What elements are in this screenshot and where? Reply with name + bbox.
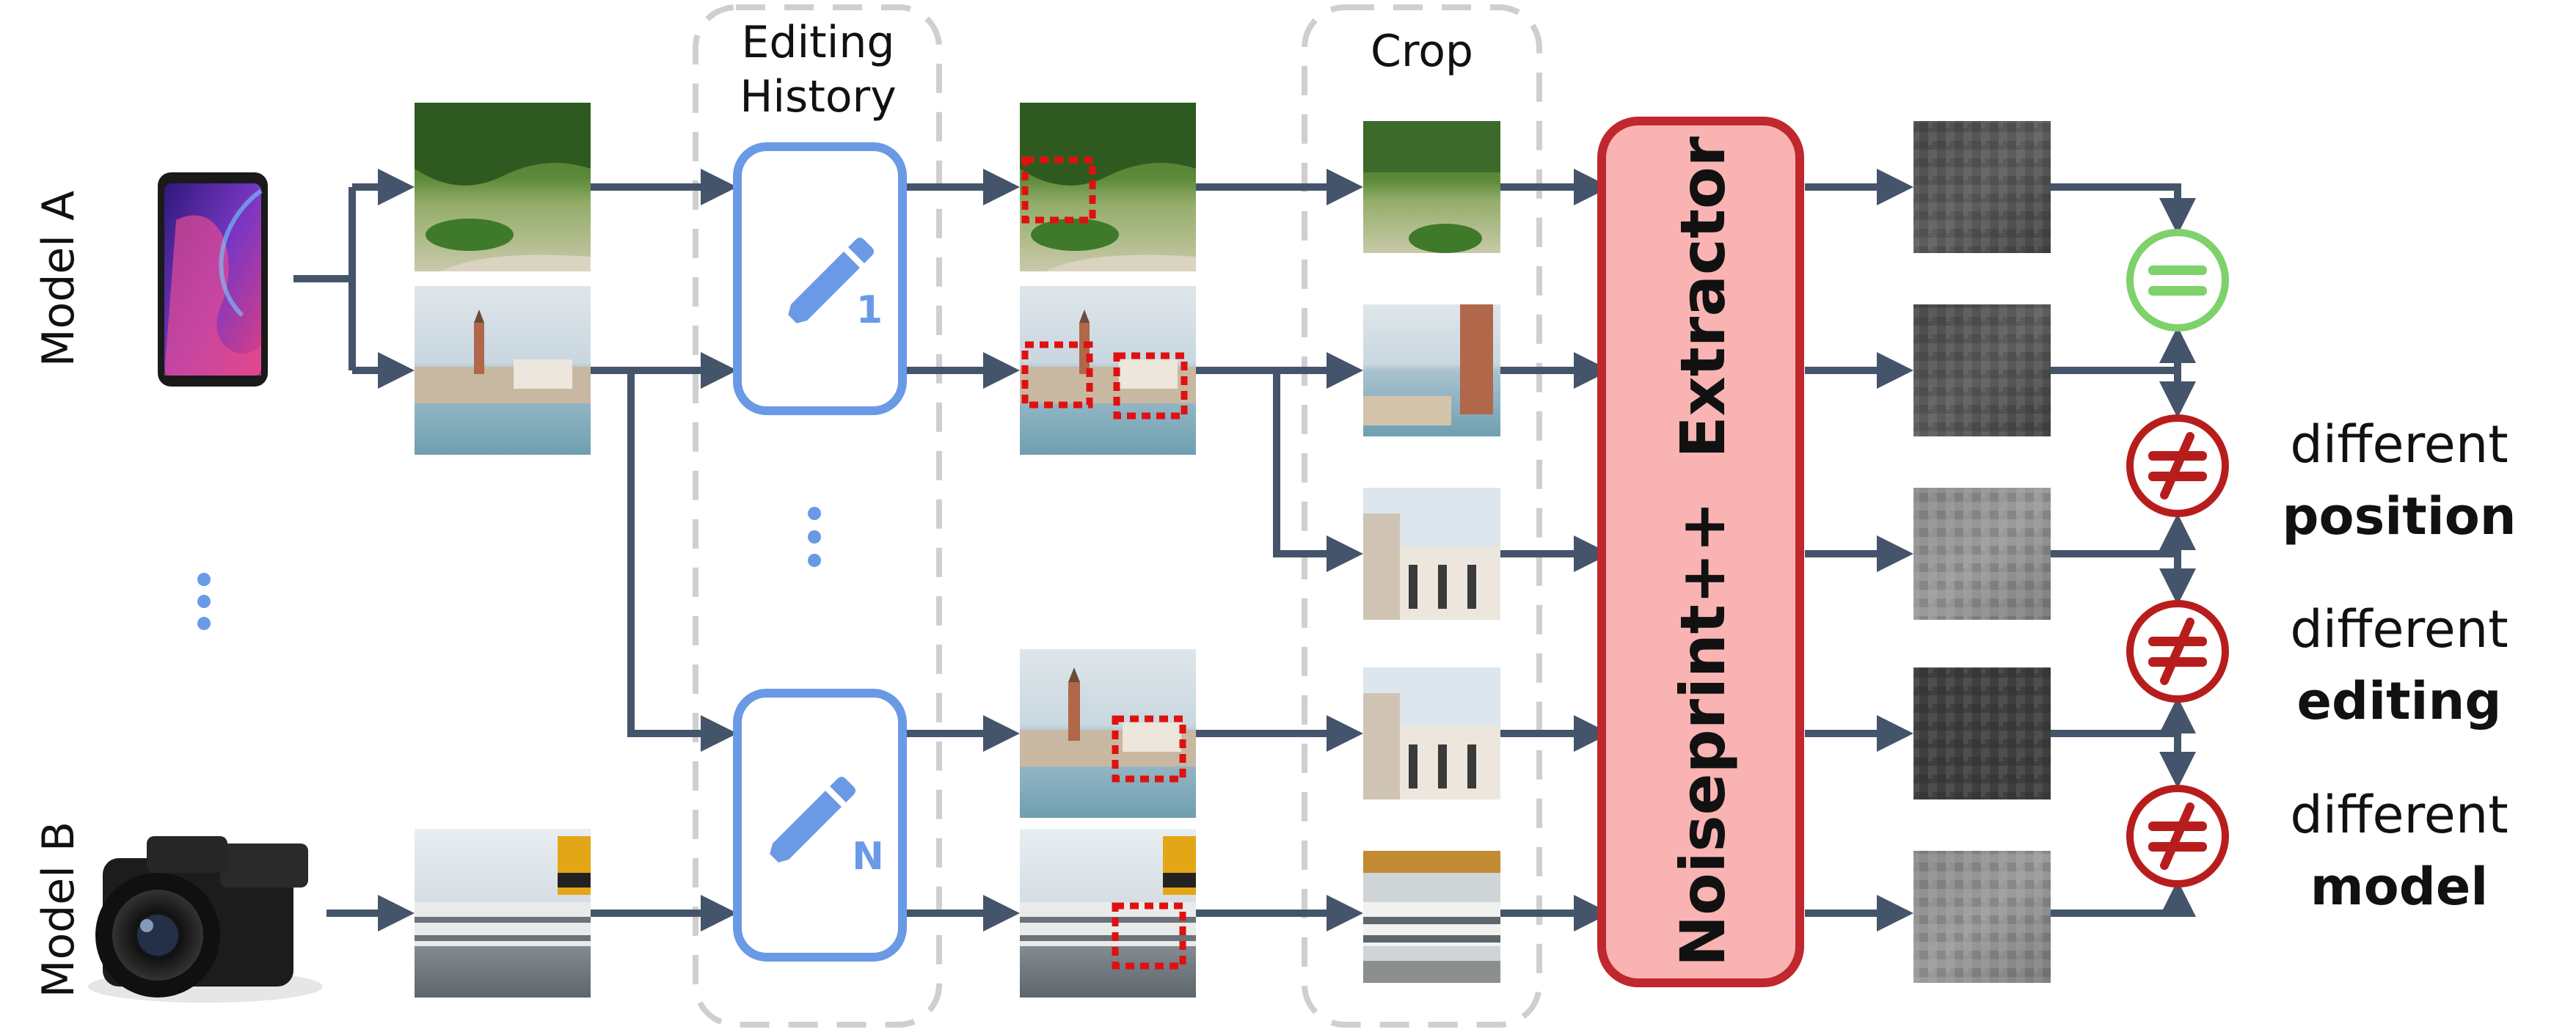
- ellipsis-models-icon: [197, 573, 211, 630]
- noiseprint-map-2: [1913, 304, 2051, 436]
- comparison-position-line2: position: [2282, 486, 2516, 546]
- ellipsis-edits-icon: [808, 507, 821, 567]
- dslr-camera-icon: [88, 836, 323, 1003]
- not-equal-icon: [2126, 600, 2229, 703]
- crop-group: [1302, 4, 1542, 1028]
- crop-marker: [1021, 341, 1093, 409]
- crop-image-4: [1363, 667, 1500, 799]
- noiseprint-map-3: [1913, 488, 2051, 620]
- arrow-venice-to-crop-2: [1273, 370, 1363, 572]
- arrow-noise-2-to-equal: [2051, 326, 2196, 374]
- original-image-park: [415, 103, 591, 271]
- crop-marker: [1112, 902, 1186, 970]
- original-image-venice: [415, 286, 591, 455]
- arrow-noise-3-to-neq-1: [2051, 513, 2196, 557]
- original-image-ship: [415, 829, 591, 998]
- crop-marker: [1021, 156, 1096, 224]
- not-equal-icon: [2126, 785, 2229, 888]
- equal-icon: [2126, 229, 2229, 332]
- comparison-model-line1: different: [2290, 785, 2508, 845]
- pencil-icon: [767, 777, 855, 866]
- comparison-position-line1: different: [2290, 414, 2508, 475]
- edit-step-1-index: 1: [856, 288, 883, 332]
- edited-image-venice-n: [1020, 649, 1196, 818]
- crop-marker: [1112, 715, 1186, 783]
- noiseprint-map-4: [1913, 667, 2051, 799]
- smartphone-icon: [158, 172, 268, 387]
- model-a-label: Model A: [33, 191, 84, 367]
- comparison-editing-line2: editing: [2297, 671, 2502, 731]
- edited-image-venice: [1020, 286, 1196, 455]
- edited-image-ship: [1020, 829, 1196, 998]
- not-equal-icon: [2126, 414, 2229, 517]
- arrow-noise-4-to-neq-2: [2051, 697, 2196, 737]
- comparison-editing-line1: different: [2290, 599, 2508, 659]
- arrow-noise-1-to-equal: [2051, 183, 2196, 235]
- noiseprint-extractor: Noiseprint++ Extractor: [1597, 117, 1804, 987]
- crop-image-1: [1363, 121, 1500, 253]
- crop-title: Crop: [1371, 26, 1473, 77]
- crop-image-3: [1363, 488, 1500, 620]
- comparison-model-line2: model: [2310, 857, 2489, 917]
- noiseprint-map-5: [1913, 851, 2051, 983]
- extractor-label: Noiseprint++ Extractor: [1667, 136, 1739, 967]
- crop-image-2: [1363, 304, 1500, 436]
- arrow-noise-5-to-neq-3: [2051, 880, 2196, 917]
- arrow-venice-to-edit-n: [627, 370, 737, 752]
- editing-history-group: [693, 4, 942, 1028]
- pencil-icon: [785, 238, 874, 326]
- edited-image-park: [1020, 103, 1196, 271]
- edit-step-1: 1: [733, 142, 907, 415]
- noiseprint-map-1: [1913, 121, 2051, 253]
- crop-marker: [1113, 352, 1188, 420]
- edit-step-n: N: [733, 689, 907, 962]
- crop-image-5: [1363, 851, 1500, 983]
- model-b-label: Model B: [33, 821, 84, 998]
- editing-history-title-line2: History: [740, 71, 896, 122]
- edit-step-n-index: N: [852, 835, 884, 879]
- editing-history-title-line1: Editing: [742, 17, 895, 68]
